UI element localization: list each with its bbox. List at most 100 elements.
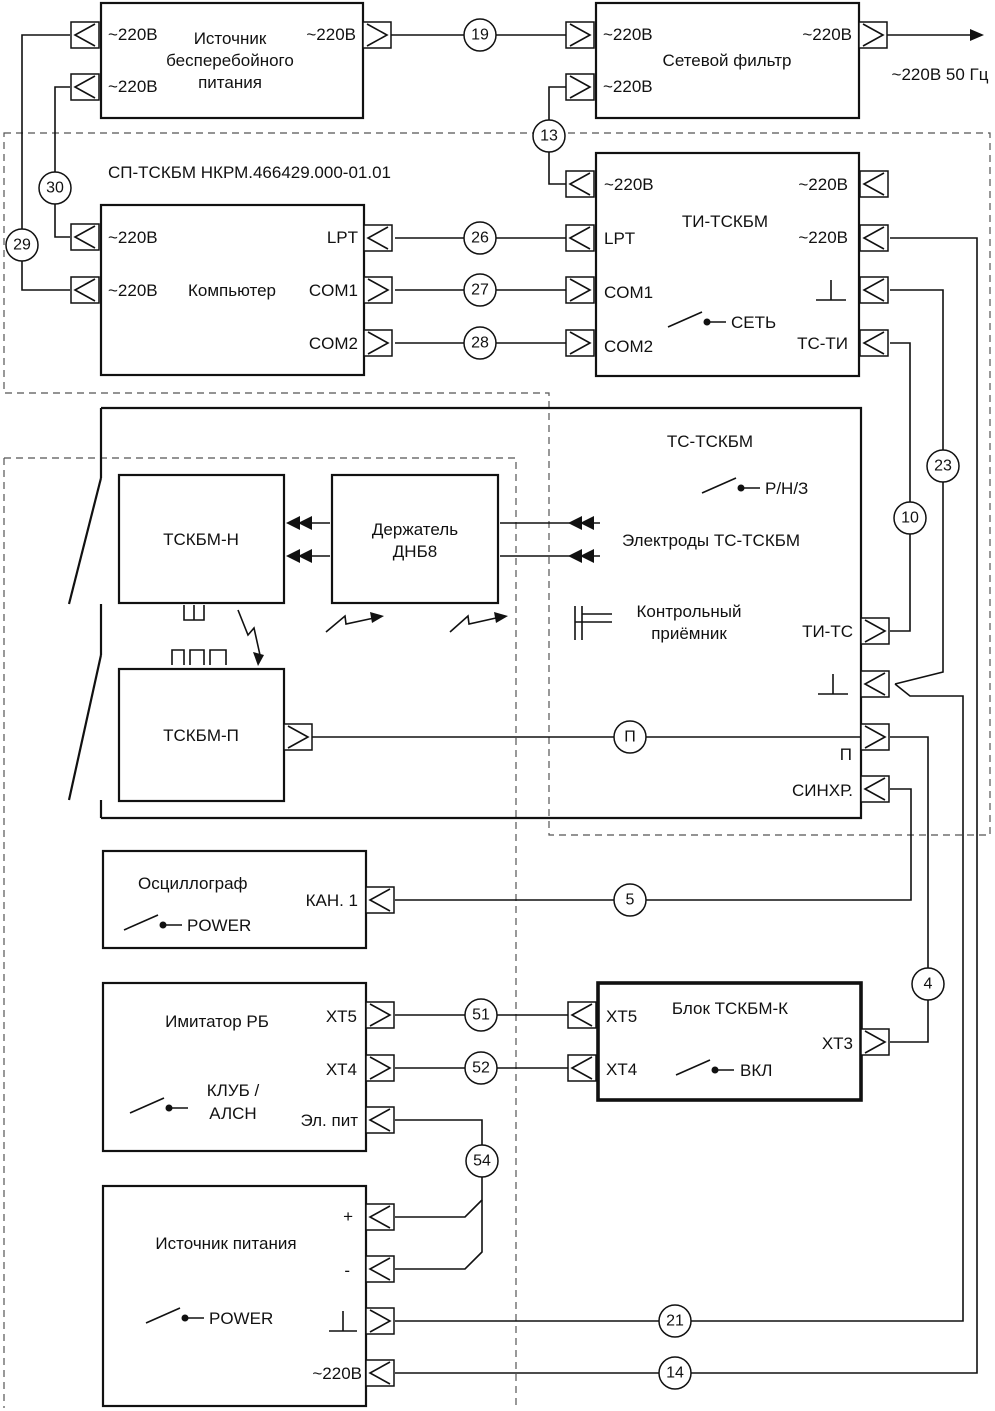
blok-k-xt3-label: ХТ3 <box>822 1034 853 1053</box>
ti-in-220-label: ~220В <box>604 175 654 194</box>
imitator-xt5-label: ХТ5 <box>326 1007 357 1026</box>
svg-text:21: 21 <box>666 1313 684 1330</box>
ups-block: Источник бесперебойного питания ~220В ~2… <box>99 1 365 120</box>
ts-sync-label: СИНХР. <box>792 781 853 800</box>
ts-receiver-label-1: Контрольный <box>637 602 742 621</box>
osc-switch-icon <box>123 914 182 931</box>
line-marker-14: 14 <box>658 1356 692 1390</box>
computer-com2-connector <box>363 329 393 357</box>
tskbm-p-connector <box>283 723 313 751</box>
receiver-antenna-icon <box>574 606 612 640</box>
imitator-xt4-label: ХТ4 <box>326 1060 357 1079</box>
holder-title-1: Держатель <box>372 520 458 539</box>
psu-switch-icon <box>145 1307 204 1324</box>
psu-in-220-connector <box>365 1359 395 1387</box>
ts-sync-connector <box>860 775 890 803</box>
tskbm-p-title: ТСКБМ-П <box>163 726 239 745</box>
ti-in-220-connector <box>565 170 595 198</box>
svg-text:5: 5 <box>626 892 635 909</box>
ups-title-2: бесперебойного <box>166 51 294 70</box>
svg-text:54: 54 <box>473 1153 491 1170</box>
filter-block: Сетевой фильтр ~220В ~220В ~220В <box>594 1 861 120</box>
computer-in-2-label: ~220В <box>108 281 158 300</box>
computer-lpt-label: LPT <box>327 228 358 247</box>
ti-lpt-connector <box>565 224 595 252</box>
blok-k-xt5-connector <box>567 1001 597 1029</box>
svg-text:29: 29 <box>13 237 31 254</box>
imitator-block: Имитатор РБ КЛУБ / АЛСН ХТ5 ХТ4 Эл. пит <box>101 981 368 1153</box>
computer-in-1-label: ~220В <box>108 228 158 247</box>
ts-switch-icon <box>701 477 760 494</box>
line-marker-4: 4 <box>911 967 945 1001</box>
svg-text:28: 28 <box>471 335 489 352</box>
imitator-power-label: Эл. пит <box>300 1111 358 1130</box>
ts-tits-label: ТИ-ТС <box>802 622 853 641</box>
ts-ground-connector <box>860 670 890 698</box>
tskbm-n-title: ТСКБМ-Н <box>163 530 239 549</box>
ups-in-2-label: ~220В <box>108 77 158 96</box>
computer-com1-label: COM1 <box>309 281 358 300</box>
svg-text:23: 23 <box>934 458 952 475</box>
line-marker-p: П <box>613 720 647 754</box>
osc-title: Осциллограф <box>138 874 248 893</box>
ti-ground-icon <box>816 280 846 301</box>
holder-title-2: ДНБ8 <box>393 542 437 561</box>
ti-switch-icon <box>667 311 726 328</box>
computer-com1-connector <box>363 276 393 304</box>
ti-com1-connector <box>565 276 595 304</box>
svg-text:26: 26 <box>471 230 489 247</box>
blok-k-switch-label: ВКЛ <box>740 1061 772 1080</box>
blok-k-title: Блок ТСКБМ-К <box>672 999 788 1018</box>
svg-text:14: 14 <box>666 1365 684 1382</box>
ups-title-3: питания <box>198 73 262 92</box>
sp-label: СП-ТСКБМ НКРМ.466429.000-01.01 <box>108 163 391 182</box>
filter-in-2-label: ~220В <box>603 77 653 96</box>
filter-out-label: ~220В <box>802 25 852 44</box>
osc-switch-label: POWER <box>187 916 251 935</box>
ups-in-1-connector <box>70 21 100 49</box>
ti-com1-label: COM1 <box>604 283 653 302</box>
osc-ch1-label: КАН. 1 <box>306 891 358 910</box>
ts-title: ТС-ТСКБМ <box>667 432 753 451</box>
ti-out-220-2-label: ~220В <box>798 228 848 247</box>
filter-title: Сетевой фильтр <box>663 51 792 70</box>
ts-p-connector <box>860 723 890 751</box>
blok-k-xt4-label: ХТ4 <box>606 1060 637 1079</box>
imitator-switch-label-2: АЛСН <box>209 1104 256 1123</box>
imitator-xt5-connector <box>365 1001 395 1029</box>
ti-com2-label: COM2 <box>604 337 653 356</box>
ti-title: ТИ-ТСКБМ <box>682 212 768 231</box>
svg-text:51: 51 <box>472 1007 490 1024</box>
blok-k-xt3-connector <box>860 1028 890 1056</box>
psu-ground-connector <box>365 1307 395 1335</box>
imitator-switch-label-1: КЛУБ / <box>207 1081 260 1100</box>
osc-ch1-connector <box>365 886 395 914</box>
signal-icons <box>171 605 508 666</box>
imitator-xt4-connector <box>365 1054 395 1082</box>
psu-title: Источник питания <box>155 1234 296 1253</box>
line-marker-27: 27 <box>463 273 497 307</box>
svg-text:19: 19 <box>471 27 489 44</box>
computer-block: Компьютер ~220В ~220В LPT COM1 COM2 <box>99 203 366 377</box>
line-marker-30: 30 <box>38 171 72 205</box>
imitator-title: Имитатор РБ <box>165 1012 269 1031</box>
svg-text:27: 27 <box>471 282 489 299</box>
psu-in-220-label: ~220В <box>312 1364 362 1383</box>
ti-switch-label: СЕТЬ <box>731 313 776 332</box>
line-marker-19: 19 <box>463 18 497 52</box>
svg-text:30: 30 <box>46 180 64 197</box>
line-marker-26: 26 <box>463 221 497 255</box>
ts-switch-label: Р/Н/З <box>765 479 808 498</box>
blok-k-switch-icon <box>675 1059 734 1076</box>
connectors <box>70 21 890 1387</box>
psu-switch-label: POWER <box>209 1309 273 1328</box>
psu-ground-icon <box>329 1311 357 1332</box>
imitator-power-connector <box>365 1106 395 1134</box>
holder-block: Держатель ДНБ8 <box>330 473 500 605</box>
line-marker-29: 29 <box>5 228 39 262</box>
ti-ground-connector <box>859 276 889 304</box>
ups-out-label: ~220В <box>306 25 356 44</box>
line-marker-21: 21 <box>658 1304 692 1338</box>
filter-in-1-label: ~220В <box>603 25 653 44</box>
